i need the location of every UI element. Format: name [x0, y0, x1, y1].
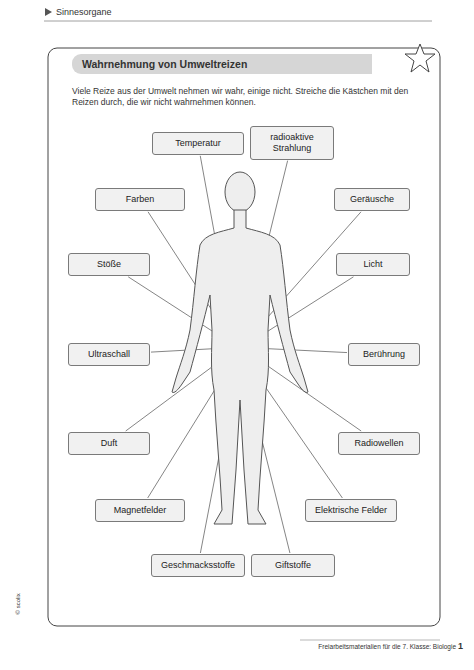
human-silhouette [172, 172, 308, 524]
stimulus-box: radioaktive Strahlung [250, 126, 334, 160]
stimulus-label: Stöße [97, 259, 121, 270]
stimulus-box: Ultraschall [68, 343, 150, 366]
stimulus-box: Giftstoffe [251, 554, 335, 577]
section-header: Sinnesorgane [56, 7, 256, 19]
stimulus-label: Radiowellen [354, 438, 403, 449]
stimulus-box: Temperatur [152, 132, 244, 155]
stimulus-box: Geräusche [334, 188, 410, 211]
footer-rule [300, 640, 440, 641]
header-rule [44, 21, 432, 22]
stimulus-box: Radiowellen [338, 432, 420, 455]
stimulus-box: Magnetfelder [95, 499, 185, 522]
stimulus-box: Duft [68, 432, 150, 455]
stimulus-label: Ultraschall [88, 349, 130, 360]
stimulus-label: Elektrische Felder [315, 505, 387, 516]
stimulus-box: Geschmacksstoffe [151, 554, 245, 577]
stimulus-label: radioaktive Strahlung [256, 132, 328, 154]
arrow-marker [45, 8, 52, 16]
copyright-note: © scolix [15, 579, 23, 629]
page-frame [48, 48, 440, 626]
stimulus-label: Geräusche [350, 194, 394, 205]
stimulus-box: Farben [95, 188, 185, 211]
stimulus-label: Licht [363, 259, 382, 270]
stimulus-box: Elektrische Felder [305, 499, 397, 522]
page-number: 1 [458, 641, 470, 653]
stimulus-label: Farben [126, 194, 155, 205]
worksheet-title: Wahrnehmung von Umweltreizen [72, 54, 372, 74]
stimulus-label: Geschmacksstoffe [161, 560, 235, 571]
stimulus-box: Licht [336, 253, 410, 276]
stimulus-label: Temperatur [175, 138, 221, 149]
footer-text: Freiarbeitsmaterialien für die 7. Klasse… [296, 643, 456, 651]
instruction-text: Viele Reize aus der Umwelt nehmen wir wa… [72, 86, 432, 108]
stimulus-box: Berührung [348, 343, 420, 366]
stimulus-label: Duft [101, 438, 118, 449]
stimulus-label: Magnetfelder [114, 505, 167, 516]
stimulus-box: Stöße [68, 253, 150, 276]
leader-lines [126, 156, 361, 553]
stimulus-label: Giftstoffe [275, 560, 311, 571]
star-icon [405, 44, 435, 72]
stimulus-label: Berührung [363, 349, 405, 360]
